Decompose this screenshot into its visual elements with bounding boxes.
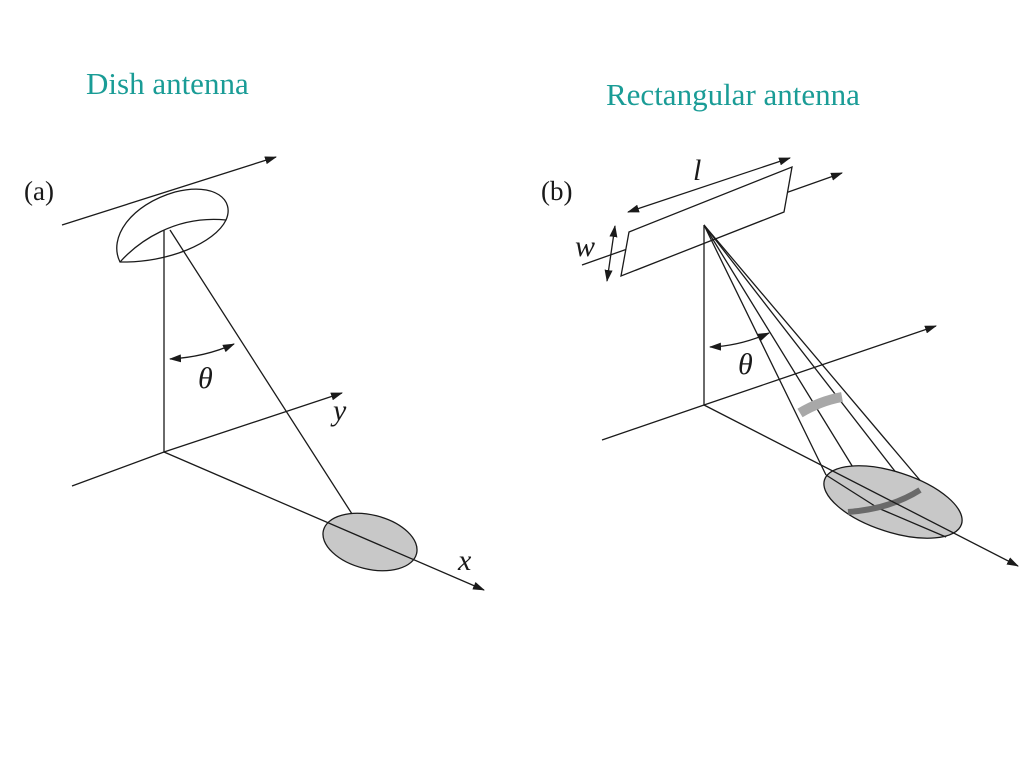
panel-b: (b) l w θ [541, 154, 1019, 567]
heading-dish-antenna: Dish antenna [86, 66, 249, 101]
heading-rectangular-antenna: Rectangular antenna [606, 77, 860, 112]
x-axis-arrow [163, 451, 485, 591]
ground-x-axis-b [703, 404, 1019, 567]
y-axis-arrow [163, 392, 343, 453]
theta-arc-b [709, 332, 770, 351]
look-line-a [169, 229, 371, 543]
panel-b-label: (b) [541, 176, 572, 206]
x-axis-label: x [457, 544, 472, 577]
panel-a: (a) θ y x [24, 156, 485, 591]
width-arrow [604, 225, 618, 282]
ground-y-tail-a [71, 451, 165, 487]
beam-lines-over-footprint [825, 474, 947, 538]
theta-arc-a [169, 343, 235, 363]
length-label: l [693, 154, 701, 187]
panel-a-label: (a) [24, 176, 54, 206]
footprint-ellipse-a [322, 512, 418, 572]
y-axis-label: y [330, 394, 347, 427]
flight-track-arrow-a [61, 156, 277, 226]
theta-label-b: θ [738, 348, 753, 381]
rectangular-antenna-icon [620, 165, 793, 278]
ground-y-axis-b [703, 325, 937, 406]
dish-antenna-icon [116, 188, 229, 263]
theta-label-a: θ [198, 362, 213, 395]
ground-y-tail-b [601, 404, 705, 441]
width-label: w [575, 230, 595, 263]
length-arrow [627, 157, 791, 213]
footprint-band-dark [847, 487, 922, 515]
beam-band-light [797, 392, 843, 418]
